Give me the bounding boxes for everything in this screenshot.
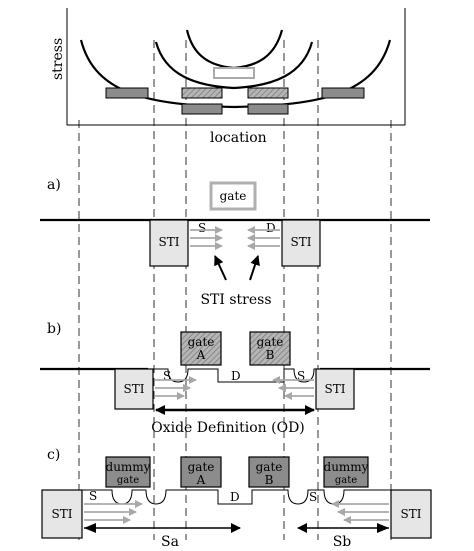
panel-c-sti-left	[41, 489, 83, 539]
panel-a: a) gate STI STI S D STI stress	[40, 177, 430, 308]
panel-b-sti-left	[114, 368, 154, 410]
panel-c-dummy-right-line2: gate	[335, 475, 357, 486]
panel-c-dummy-left-line1: dummy	[106, 460, 151, 474]
panel-c: c) dummy gate gate A gate B dummy gate S…	[41, 447, 432, 550]
panel-a-pointer-left	[214, 255, 227, 281]
panel-a-tag: a)	[47, 177, 61, 193]
panel-c-sti-left-label: STI	[52, 507, 73, 521]
panel-b: b) gate A gate B STI STI S D S Oxide Def…	[40, 321, 430, 436]
marker-dummy-left	[105, 87, 149, 99]
panel-c-gate-b-line1: gate	[256, 460, 283, 474]
panel-c-gate-b-line2: B	[265, 473, 274, 487]
panel-c-dummy-gate-left	[105, 456, 151, 488]
panel-a-sti-left-label: STI	[159, 235, 180, 249]
panel-c-dummy-gate-right	[323, 456, 369, 488]
panel-c-sb-arrow-right-head	[377, 523, 389, 533]
panel-c-drain-mid: D	[230, 490, 240, 504]
panel-a-pointer-right	[249, 255, 260, 281]
panel-a-source-label: S	[198, 221, 206, 235]
panel-c-sti-right	[390, 489, 432, 539]
panel-a-gate-label: gate	[220, 189, 247, 203]
panel-a-gate	[209, 181, 257, 211]
marker-dummy-right	[321, 87, 365, 99]
panel-c-gate-a	[180, 456, 222, 488]
panel-c-gate-a-line1: gate	[188, 460, 215, 474]
stress-curve-middle	[154, 41, 314, 90]
marker-gate-a-dark	[181, 103, 223, 115]
panel-b-source-right: S	[297, 369, 305, 383]
stress-location-plot: stress location	[50, 8, 406, 146]
panel-c-source-left: S	[89, 489, 97, 503]
panel-c-active-region	[80, 489, 391, 505]
panel-c-sb-label: Sb	[333, 534, 352, 550]
panel-a-drain-label: D	[266, 221, 276, 235]
marker-gate-b-dark	[247, 103, 289, 115]
panel-a-stress-arrows	[190, 226, 280, 250]
panel-a-sti-right-label: STI	[291, 235, 312, 249]
marker-gate-light	[213, 67, 255, 79]
marker-gate-a-hatched	[181, 87, 223, 99]
stress-curve-outer	[79, 39, 392, 109]
panel-c-sti-right-label: STI	[401, 507, 422, 521]
panel-c-dummy-right-line1: dummy	[324, 460, 369, 474]
panel-a-sti-right	[281, 219, 321, 267]
panel-b-sti-right	[315, 368, 355, 410]
panel-a-sti-left	[149, 219, 189, 267]
panel-b-active-region	[148, 368, 320, 383]
marker-gate-b-hatched	[247, 87, 289, 99]
panel-b-sti-left-label: STI	[124, 382, 145, 396]
panel-b-tag: b)	[47, 321, 61, 337]
panel-b-gate-b-line2: B	[266, 348, 275, 362]
panel-b-source-left: S	[163, 369, 171, 383]
panel-c-gate-a-line2: A	[196, 473, 206, 487]
panel-c-stress-arrows	[84, 500, 389, 524]
panel-c-tag: c)	[47, 447, 60, 463]
panel-b-drain-mid: D	[231, 369, 241, 383]
stress-curve-inner	[185, 29, 284, 70]
panel-a-stress-label: STI stress	[200, 292, 271, 308]
panel-b-stress-arrows	[155, 376, 314, 400]
panel-b-gate-b-line1: gate	[257, 335, 284, 349]
panel-c-gate-b	[248, 456, 290, 488]
location-axis-label: location	[210, 130, 267, 146]
panel-b-gate-a-line2: A	[196, 348, 206, 362]
stress-axis-label: stress	[50, 38, 66, 80]
panel-b-gate-a-line1: gate	[188, 335, 215, 349]
panel-b-gate-b	[249, 331, 291, 366]
panel-c-source-right: S	[309, 490, 317, 504]
panel-b-sti-right-label: STI	[325, 382, 346, 396]
panel-b-od-label: Oxide Definition (OD)	[151, 420, 305, 436]
panel-c-sa-label: Sa	[161, 534, 179, 550]
panel-b-gate-a	[180, 331, 222, 366]
panel-c-dummy-left-line2: gate	[117, 475, 139, 486]
panel-c-sa-arrow-left-head	[84, 523, 96, 533]
plot-frame	[66, 8, 406, 126]
